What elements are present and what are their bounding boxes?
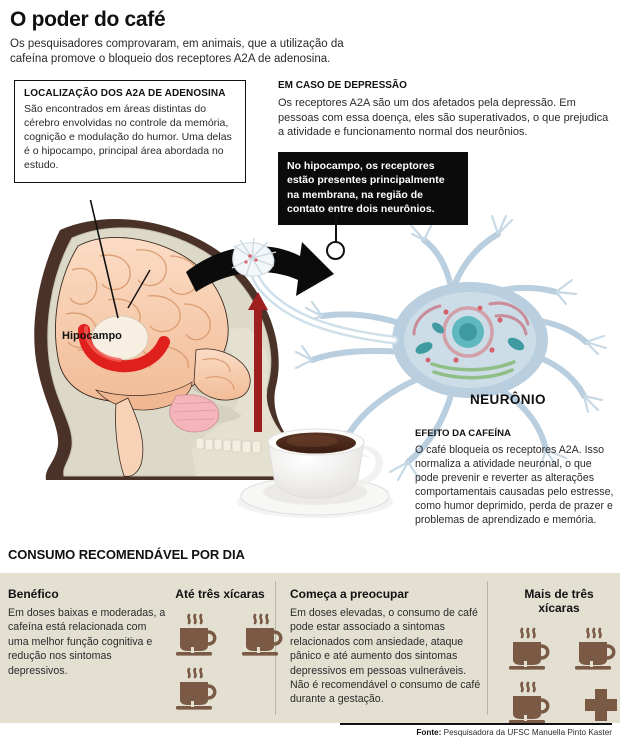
column-concerning: Começa a preocupar Em doses elevadas, o … [290, 587, 482, 707]
coffee-cup-illustration [237, 428, 393, 518]
column-more-than-three: Mais de três xícaras [505, 587, 617, 727]
depression-body: Os receptores A2A são um dos afetados pe… [278, 97, 609, 139]
adenosine-location-heading: LOCALIZAÇÃO DOS A2A DE ADENOSINA [24, 88, 226, 99]
caffeine-effect-body: O café bloqueia os receptores A2A. Isso … [415, 444, 614, 527]
infographic-illustration [34, 197, 608, 518]
source-label: Fonte: [416, 728, 442, 737]
hippocampus-highlight [78, 324, 170, 373]
hippocampus-leader-line [127, 269, 151, 309]
column-concerning-heading: Começa a preocupar [290, 587, 409, 601]
cup-group-up-to-three [172, 613, 283, 713]
source-credit: Fonte: Pesquisadora da UFSC Manuella Pin… [416, 728, 612, 737]
consumption-panel: Benéfico Em doses baixas e moderadas, a … [0, 573, 620, 724]
depression-heading: EM CASO DE DEPRESSÃO [278, 80, 407, 91]
hippocampus-label: Hipocampo [62, 330, 122, 342]
page-subtitle: Os pesquisadores comprovaram, em animais… [10, 38, 344, 66]
column-divider [487, 581, 488, 715]
coffee-cup-icon [172, 667, 224, 713]
coffee-cup-icon [571, 627, 620, 673]
cup-group-more-than-three [505, 627, 617, 727]
neuron-label: NEURÔNIO [470, 392, 546, 407]
page-title: O poder do café [10, 8, 166, 31]
footer: Fonte: Pesquisadora da UFSC Manuella Pin… [0, 723, 620, 747]
column-divider [275, 581, 276, 715]
coffee-cup-icon [172, 613, 224, 659]
column-more-than-three-heading: Mais de três xícaras [524, 587, 594, 616]
callout-leader-line [89, 197, 119, 319]
adenosine-location-callout: LOCALIZAÇÃO DOS A2A DE ADENOSINA São enc… [14, 80, 246, 183]
depression-section: EM CASO DE DEPRESSÃO Os receptores A2A s… [278, 80, 612, 140]
column-concerning-body: Em doses elevadas, o consumo de café pod… [290, 607, 481, 706]
column-up-to-three: Até três xícaras [172, 587, 283, 713]
column-beneficial-heading: Benéfico [8, 587, 59, 601]
adenosine-location-body: São encontrados em áreas distintas do cé… [24, 103, 232, 171]
column-up-to-three-heading: Até três xícaras [175, 587, 265, 601]
callout-leader [335, 215, 337, 243]
coffee-cup-icon [238, 613, 290, 659]
footer-divider [340, 723, 612, 725]
synapse-terminal [231, 237, 277, 277]
column-beneficial: Benéfico Em doses baixas e moderadas, a … [8, 587, 166, 678]
consumption-title: CONSUMO RECOMENDÁVEL POR DIA [8, 547, 245, 562]
source-text: Pesquisadora da UFSC Manuella Pinto Kast… [441, 728, 612, 737]
coffee-cup-icon [505, 681, 557, 727]
page-header: O poder do café Os pesquisadores comprov… [0, 0, 620, 67]
neuron-illustration [247, 214, 608, 482]
hippocampus-receptor-callout: No hipocampo, os receptores estão presen… [278, 152, 468, 225]
plus-icon [571, 681, 620, 727]
illustration-area [0, 197, 620, 545]
caffeine-effect-heading: EFEITO DA CAFEÍNA [415, 428, 511, 439]
synapse-zoom-circle [326, 241, 345, 260]
caffeine-effect-section: EFEITO DA CAFEÍNA O café bloqueia os rec… [415, 428, 615, 527]
column-beneficial-body: Em doses baixas e moderadas, a cafeína e… [8, 607, 166, 677]
red-up-arrow-icon [248, 292, 268, 432]
coffee-cup-icon [505, 627, 557, 673]
